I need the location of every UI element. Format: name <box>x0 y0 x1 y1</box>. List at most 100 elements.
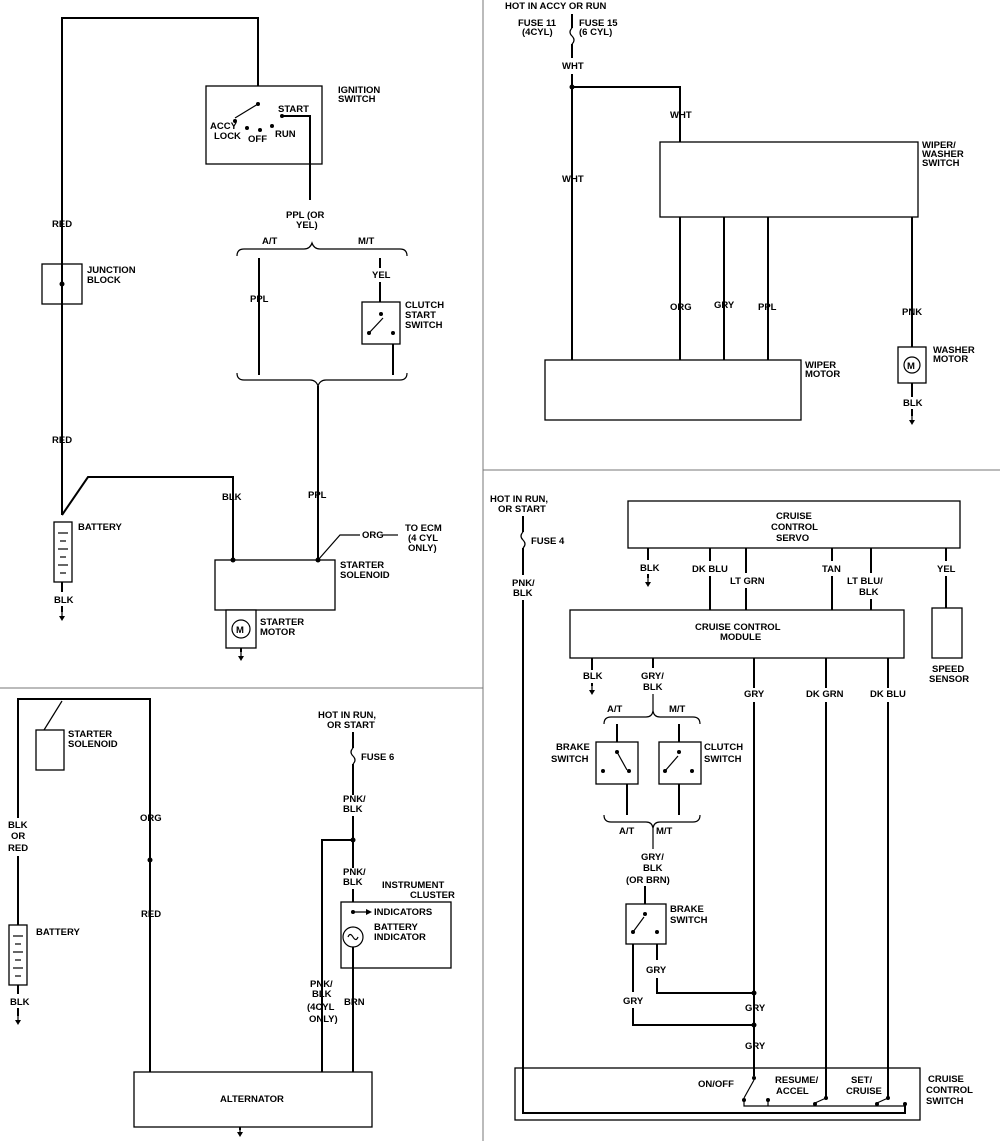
cruise-pnk-blk-label-1: PNK/ <box>512 578 535 589</box>
battery-blk-label: BLK <box>54 595 74 606</box>
resume-accel-label-2: ACCEL <box>776 1086 809 1097</box>
at-label: A/T <box>262 236 278 247</box>
washer-motor-label-1: WASHER <box>933 345 975 356</box>
fuse15-label-1: FUSE 15 <box>579 18 618 29</box>
pnk-blk-label-1a: PNK/ <box>343 794 366 805</box>
gry-label-module: GRY <box>744 689 765 700</box>
wht-label-2: WHT <box>670 110 692 121</box>
ignition-switch-box <box>205 85 323 165</box>
gry-blk-label-2: BLK <box>643 682 663 693</box>
fuse4-label: FUSE 4 <box>531 536 565 547</box>
starting-circuit: IGNITION SWITCH START ACCY LOCK OFF RUN … <box>41 17 444 662</box>
wiper-circuit: HOT IN ACCY OR RUN FUSE 11 (4CYL) FUSE 1… <box>505 1 975 426</box>
washer-motor-icon <box>903 356 921 374</box>
lt-blu-blk-label-1: LT BLU/ <box>847 576 883 587</box>
fuse11-label-2: (4CYL) <box>522 27 553 38</box>
charging-starter-solenoid-label-2: SOLENOID <box>68 739 118 750</box>
charging-hot-label-1: HOT IN RUN, <box>318 710 376 721</box>
to-ecm-label-3: ONLY) <box>408 543 437 554</box>
cruise-at-label-1: A/T <box>607 704 623 715</box>
gry-label-wiper: GRY <box>714 300 735 311</box>
org-label-charging: ORG <box>140 813 162 824</box>
clutch-start-switch-label-2: START <box>405 310 436 321</box>
pnk-blk-label-2b: BLK <box>343 877 363 888</box>
gry-label-junction-1: GRY <box>745 1003 766 1014</box>
yel-label-cruise: YEL <box>937 564 956 575</box>
clutch-start-switch-box <box>361 301 401 345</box>
clutch-switch-label-2: SWITCH <box>704 754 742 765</box>
blk-label: BLK <box>222 492 242 503</box>
brake-switch-label-1b: SWITCH <box>551 754 589 765</box>
fuse15-label-2: (6 CYL) <box>579 27 612 38</box>
ppl-label-wiper: PPL <box>758 302 777 313</box>
tan-label: TAN <box>822 564 841 575</box>
cruise-mt-label-1: M/T <box>669 704 686 715</box>
wiper-washer-switch-box <box>659 141 919 218</box>
pnk-label: PNK <box>902 307 922 318</box>
speed-sensor-label-2: SENSOR <box>929 674 969 685</box>
start-label: START <box>278 104 309 115</box>
to-ecm-label-1: TO ECM <box>405 523 442 534</box>
charging-starter-solenoid-box <box>35 729 65 771</box>
dk-blu-label-2: DK BLU <box>870 689 906 700</box>
junction-block-label-1: JUNCTION <box>87 265 136 276</box>
junction-block-box <box>41 263 83 305</box>
gry-blk-brn-label-1: GRY/ <box>641 852 664 863</box>
washer-blk-label: BLK <box>903 398 923 409</box>
cruise-control-servo-box <box>627 500 961 549</box>
ppl-or-yel-label-1: PPL (OR <box>286 210 324 221</box>
wiper-motor-label-1: WIPER <box>805 360 836 371</box>
starter-motor-label-1: STARTER <box>260 617 304 628</box>
ignition-switch-label-1: IGNITION <box>338 85 380 96</box>
accy-label: ACCY <box>210 121 238 132</box>
module-label-1: CRUISE CONTROL <box>695 622 781 633</box>
wht-label-3: WHT <box>562 174 584 185</box>
gry-blk-brn-label-3: (OR BRN) <box>626 875 670 886</box>
set-cruise-label-1: SET/ <box>851 1075 872 1086</box>
brake-switch-label-2b: SWITCH <box>670 915 708 926</box>
cruise-at-label-2: A/T <box>619 826 635 837</box>
gry-label-brake: GRY <box>646 965 667 976</box>
ppl-at-label: PPL <box>250 294 269 305</box>
clutch-switch-box <box>658 741 702 785</box>
ppl-label: PPL <box>308 490 327 501</box>
pnk-blk-label-1b: BLK <box>343 804 363 815</box>
cruise-control-switch-label-3: SWITCH <box>926 1096 964 1107</box>
gry-blk-brn-label-2: BLK <box>643 863 663 874</box>
starter-solenoid-label-1: STARTER <box>340 560 384 571</box>
pnk-blk-4cyl-label-3: (4CYL <box>307 1002 335 1013</box>
wiper-motor-label-2: MOTOR <box>805 369 840 380</box>
pnk-blk-4cyl-label-4: ONLY) <box>309 1014 338 1025</box>
starter-motor-label-2: MOTOR <box>260 627 295 638</box>
blk-or-red-label-1: BLK <box>8 820 28 831</box>
set-cruise-label-2: CRUISE <box>846 1086 882 1097</box>
wiper-washer-switch-label-2: WASHER <box>922 149 964 160</box>
charging-battery-blk-label: BLK <box>10 997 30 1008</box>
charging-battery-label: BATTERY <box>36 927 80 938</box>
speed-sensor-box <box>931 607 963 659</box>
battery-indicator-label-1: BATTERY <box>374 922 418 933</box>
washer-motor-label-2: MOTOR <box>933 354 968 365</box>
clutch-switch-label-1: CLUTCH <box>704 742 743 753</box>
dk-blu-label-1: DK BLU <box>692 564 728 575</box>
washer-motor-m: M <box>907 361 915 372</box>
brake-switch-box-lower <box>625 903 667 945</box>
cruise-fuse-icon <box>520 531 526 549</box>
starter-solenoid-label-2: SOLENOID <box>340 570 390 581</box>
red-label-1: RED <box>52 219 72 230</box>
fuse-icon <box>569 27 575 45</box>
charging-starter-solenoid-label-1: STARTER <box>68 729 112 740</box>
mt-label: M/T <box>358 236 375 247</box>
cruise-hot-label-1: HOT IN RUN, <box>490 494 548 505</box>
alternator-label: ALTERNATOR <box>220 1094 284 1105</box>
gry-label-junction-2: GRY <box>745 1041 766 1052</box>
cruise-control-switch-box <box>514 1067 921 1121</box>
alternator-box <box>133 1071 373 1128</box>
org-label: ORG <box>362 530 384 541</box>
charging-hot-label-2: OR START <box>327 720 375 731</box>
lock-label: LOCK <box>214 131 241 142</box>
fuse11-label-1: FUSE 11 <box>518 18 557 29</box>
washer-motor-box <box>897 346 927 384</box>
